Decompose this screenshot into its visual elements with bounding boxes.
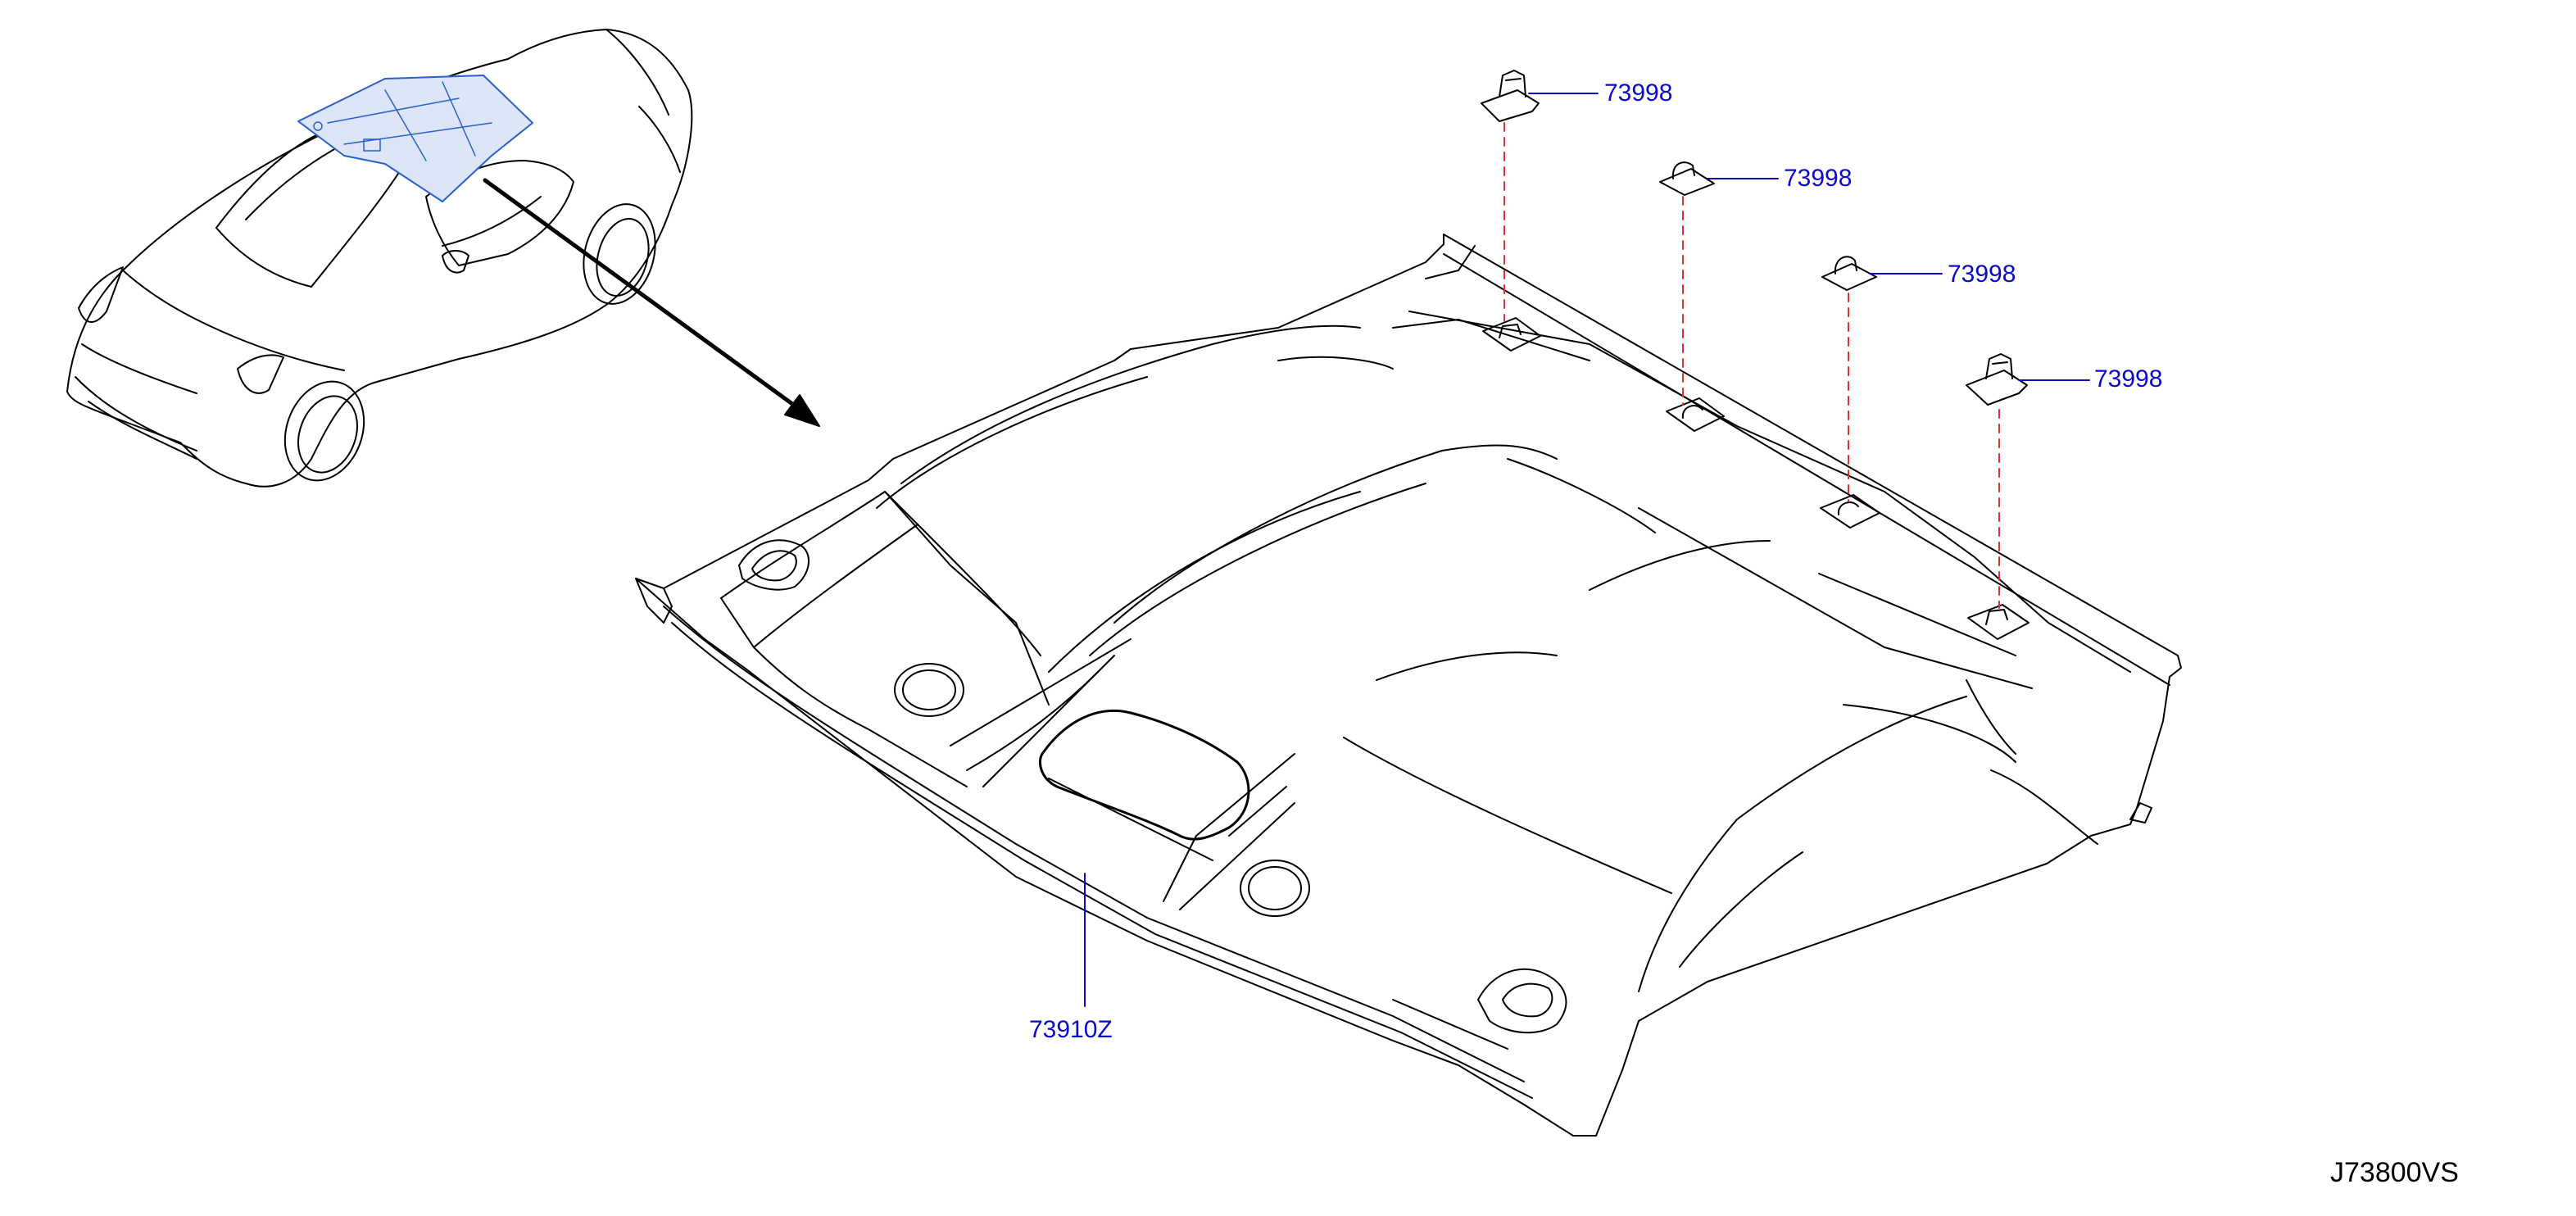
- light-hole-2: [1240, 860, 1310, 917]
- clip-pad-1: [1482, 317, 1541, 352]
- pointer-arrow: [483, 178, 820, 427]
- clip-part-3: [1821, 256, 1877, 291]
- clip-pad-3: [1820, 494, 1880, 529]
- clip-pad-2: [1666, 397, 1725, 432]
- clip-part-4: [1966, 353, 2028, 406]
- handle-recess-right: [1477, 968, 1567, 1034]
- leader-lines: [1084, 93, 2090, 1007]
- callout-clip-4: 73998: [2094, 365, 2163, 392]
- headlining-highlight: [297, 75, 533, 202]
- callout-clip-1: 73998: [1604, 79, 1673, 107]
- diagram-id: J73800VS: [2330, 1157, 2459, 1188]
- clip-part-1: [1481, 70, 1540, 122]
- callout-clip-3: 73998: [1948, 261, 2016, 288]
- sunroof-cutout: [1038, 709, 1250, 841]
- callout-clip-2: 73998: [1784, 165, 1853, 192]
- callout-headlining: 73910Z: [1029, 1016, 1113, 1043]
- headlining-panel: [635, 234, 2182, 1137]
- light-hole-1: [894, 663, 964, 717]
- clip-part-2: [1659, 161, 1715, 196]
- handle-recess-left: [738, 539, 810, 591]
- car-overview: [66, 29, 693, 488]
- clip-pad-4: [1967, 604, 2030, 640]
- dashed-guides: [1503, 122, 2000, 609]
